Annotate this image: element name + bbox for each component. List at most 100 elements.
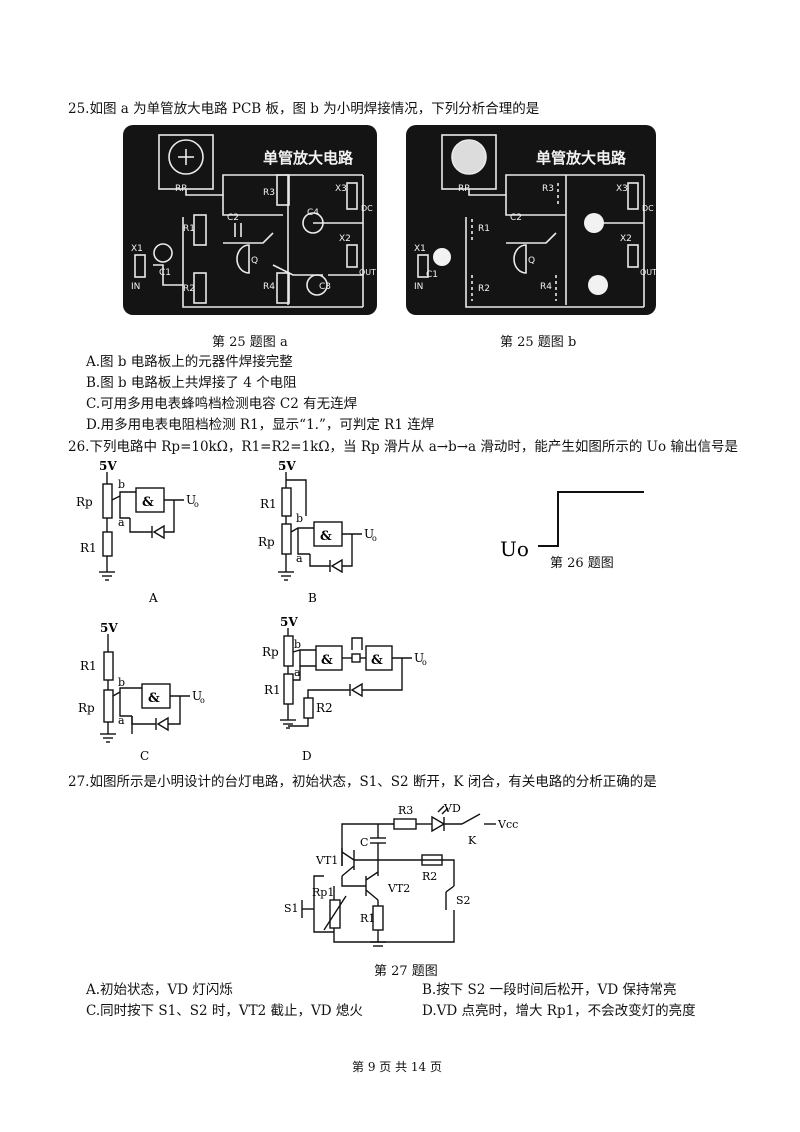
pcb-a-r2: R2: [183, 284, 195, 294]
q27-stem: 27.如图所示是小明设计的台灯电路，初始状态，S1、S2 断开，K 闭合，有关电…: [68, 774, 657, 790]
q25-option-d: D.用多用电表电阻档检测 R1，显示“1.”，可判定 R1 连焊: [86, 417, 435, 433]
pcb-b-drawing: 单管放大电路 RP R3 R1 R2 R4 C2 C1 Q X1 IN X2 O…: [414, 134, 657, 308]
q27-option-c: C.同时按下 S1、S2 时，VT2 截止，VD 熄火: [86, 1003, 363, 1019]
q26-caption: 第 26 题图: [550, 556, 614, 571]
q27-r3: R3: [398, 804, 413, 817]
pcb-b-c1: C1: [426, 270, 438, 280]
q26a-uo-sub: o: [194, 500, 199, 509]
q26b-b: b: [296, 512, 303, 525]
pcb-a-c4: C4: [307, 208, 319, 218]
pcb-b-c2: C2: [510, 213, 522, 223]
q26-circuit-b: 5V R1 Rp b a & U o B: [258, 459, 377, 605]
q26d-rp: Rp: [262, 645, 279, 659]
q27-circuit: R3 VD Vcc K C VT1 VT2 R2 S2 S1 Rp1 R1: [284, 802, 518, 947]
q26b-uo-sub: o: [372, 534, 377, 543]
q27-option-d: D.VD 点亮时，增大 Rp1，不会改变灯的亮度: [422, 1003, 696, 1019]
q26d-uo: U: [414, 651, 424, 665]
pcb-b-title: 单管放大电路: [536, 149, 627, 167]
pcb-a-r3: R3: [263, 188, 275, 198]
pcb-b-r2: R2: [478, 284, 490, 294]
pcb-b-out: OUT: [640, 268, 657, 277]
q27-c: C: [360, 836, 368, 849]
pcb-b-x3: X3: [616, 184, 628, 194]
q26d-gate1: &: [321, 653, 333, 668]
q26c-b: b: [118, 676, 125, 689]
q26c-a: a: [118, 714, 125, 727]
q27-s2: S2: [456, 894, 471, 907]
pcb-a-rp: RP: [175, 184, 187, 194]
q27-r2: R2: [422, 870, 437, 883]
pcb-b-x1: X1: [414, 244, 426, 254]
pcb-b-q: Q: [528, 256, 535, 266]
q26-wave-label: Uo: [500, 537, 529, 561]
q27-vt1: VT1: [315, 854, 338, 867]
q26a-b: b: [118, 478, 125, 491]
pcb-a-drawing: 单管放大电路 RP R3 R1 R2 R4 C2 C4 C3 C1 Q X1 I…: [131, 134, 376, 308]
pcb-a-in: IN: [131, 282, 140, 292]
pcb-a-dc: DC: [361, 204, 373, 213]
q26a-5v: 5V: [99, 459, 117, 473]
pcb-a-r1: R1: [183, 224, 195, 234]
q26a-rp: Rp: [76, 495, 93, 509]
q26d-gate2: &: [371, 653, 383, 668]
pcb-b-dc: DC: [642, 204, 654, 213]
pcb-b-x2: X2: [620, 234, 632, 244]
q27-vt2: VT2: [387, 882, 410, 895]
q26c-5v: 5V: [100, 621, 118, 635]
pcb-a-x2: X2: [339, 234, 351, 244]
q26b-r1: R1: [260, 497, 277, 511]
q26-circuit-a: 5V Rp R1 b a & U o A: [76, 459, 199, 605]
q26-circuit-d: 5V Rp R1 R2 b a & & U o D: [262, 615, 427, 763]
pcb-a-c2: C2: [227, 213, 239, 223]
q25-option-c: C.可用多用电表蜂鸣档检测电容 C2 有无连焊: [86, 396, 358, 412]
q27-r1: R1: [360, 912, 375, 925]
q25-option-b: B.图 b 电路板上共焊接了 4 个电阻: [86, 375, 297, 391]
q27-k: K: [468, 834, 477, 847]
q26c-r1: R1: [80, 659, 97, 673]
q27-vcc: Vcc: [497, 818, 518, 831]
q26-label-c: C: [140, 749, 149, 763]
q26-waveform: Uo: [500, 491, 644, 561]
q26b-5v: 5V: [278, 459, 296, 473]
pcb-a-title: 单管放大电路: [263, 149, 354, 167]
q25-stem: 25.如图 a 为单管放大电路 PCB 板，图 b 为小明焊接情况，下列分析合理…: [68, 101, 540, 117]
q26d-b: b: [294, 638, 301, 651]
pcb-a-x3: X3: [335, 184, 347, 194]
q26d-a: a: [294, 666, 301, 679]
q26c-uo-sub: o: [200, 696, 205, 705]
pcb-b-r3: R3: [542, 184, 554, 194]
q25-option-a: A.图 b 电路板上的元器件焊接完整: [86, 354, 293, 370]
q26b-rp: Rp: [258, 535, 275, 549]
pcb-board-b: 单管放大电路 RP R3 R1 R2 R4 C2 C1 Q X1 IN X2 O…: [406, 125, 657, 315]
q25-caption-a: 第 25 题图 a: [212, 335, 288, 350]
q26d-uo-sub: o: [422, 658, 427, 667]
q26-label-b: B: [308, 591, 317, 605]
q26-stem: 26.下列电路中 Rp=10kΩ，R1=R2=1kΩ，当 Rp 滑片从 a→b→…: [68, 439, 738, 455]
q26d-r1: R1: [264, 683, 281, 697]
q27-caption: 第 27 题图: [374, 964, 438, 979]
pcb-b-in: IN: [414, 282, 423, 292]
q26b-gate: &: [320, 529, 332, 544]
pcb-a-c3: C3: [319, 282, 331, 292]
pcb-b-r4: R4: [540, 282, 552, 292]
pcb-a-q: Q: [251, 256, 258, 266]
q25-caption-b: 第 25 题图 b: [500, 335, 577, 350]
q27-s1: S1: [284, 902, 299, 915]
pcb-b-rp: RP: [458, 184, 470, 194]
q26d-5v: 5V: [280, 615, 298, 629]
q26c-uo: U: [192, 689, 202, 703]
pcb-a-x1: X1: [131, 244, 143, 254]
q26d-r2: R2: [316, 701, 333, 715]
q27-vd: VD: [443, 802, 461, 815]
q26a-r1: R1: [80, 541, 97, 555]
pcb-a-c1: C1: [159, 268, 171, 278]
pcb-a-out: OUT: [359, 268, 376, 277]
pcb-a-r4: R4: [263, 282, 275, 292]
q27-option-b: B.按下 S2 一段时间后松开，VD 保持常亮: [422, 982, 677, 998]
q27-option-a: A.初始状态，VD 灯闪烁: [86, 982, 233, 998]
q27-rp1: Rp1: [312, 886, 334, 899]
q26a-gate: &: [142, 495, 154, 510]
pcb-board-a: 单管放大电路 RP R3 R1 R2 R4 C2 C4 C3 C1 Q X1 I…: [123, 125, 377, 315]
q26a-uo: U: [186, 493, 196, 507]
q26b-uo: U: [364, 527, 374, 541]
